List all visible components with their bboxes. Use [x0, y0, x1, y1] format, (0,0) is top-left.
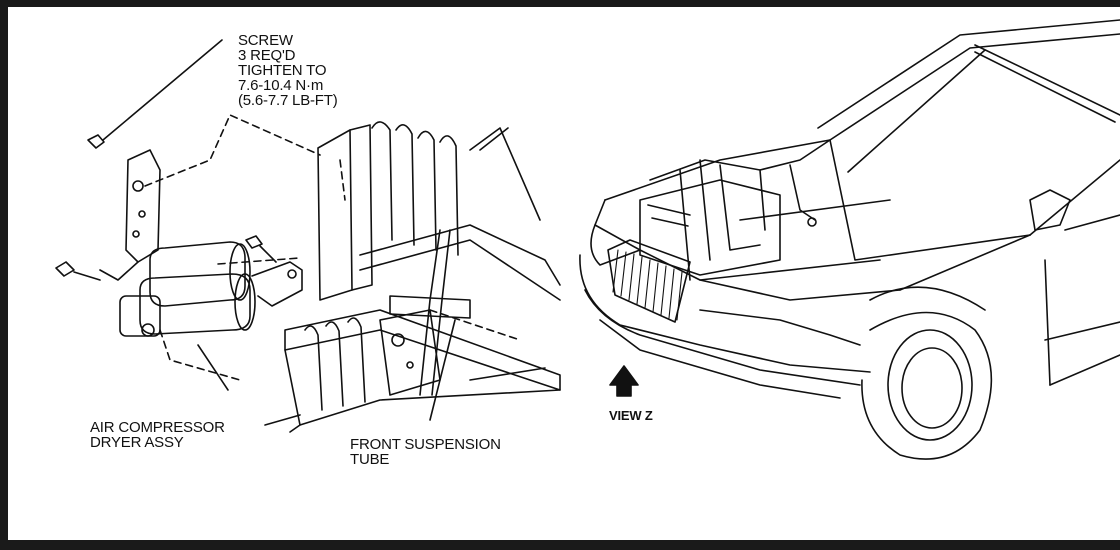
view-arrow-icon: [609, 365, 639, 397]
screw-callout-line: TIGHTEN TO: [238, 62, 327, 79]
vehicle-illustration: [579, 19, 1120, 460]
screw-callout-line: SCREW: [238, 32, 293, 49]
screw-callout: SCREW 3 REQ'D TIGHTEN TO 7.6-10.4 N·m (5…: [238, 33, 338, 108]
view-z-label: VIEW Z: [609, 408, 653, 423]
suspension-callout: FRONT SUSPENSION TUBE: [350, 437, 501, 467]
compressor-callout-line: DRYER ASSY: [90, 434, 184, 451]
diagram-illustration: [55, 19, 1120, 460]
screw-callout-line: 7.6-10.4 N·m: [238, 77, 324, 94]
bracket-detail: [55, 39, 561, 433]
suspension-callout-line: TUBE: [350, 451, 390, 468]
screw-callout-line: 3 REQ'D: [238, 47, 296, 64]
compressor-callout-line: AIR COMPRESSOR: [90, 419, 225, 436]
suspension-callout-line: FRONT SUSPENSION: [350, 436, 501, 453]
screw-callout-line: (5.6-7.7 LB-FT): [238, 92, 338, 109]
compressor-callout: AIR COMPRESSOR DRYER ASSY: [90, 420, 225, 450]
